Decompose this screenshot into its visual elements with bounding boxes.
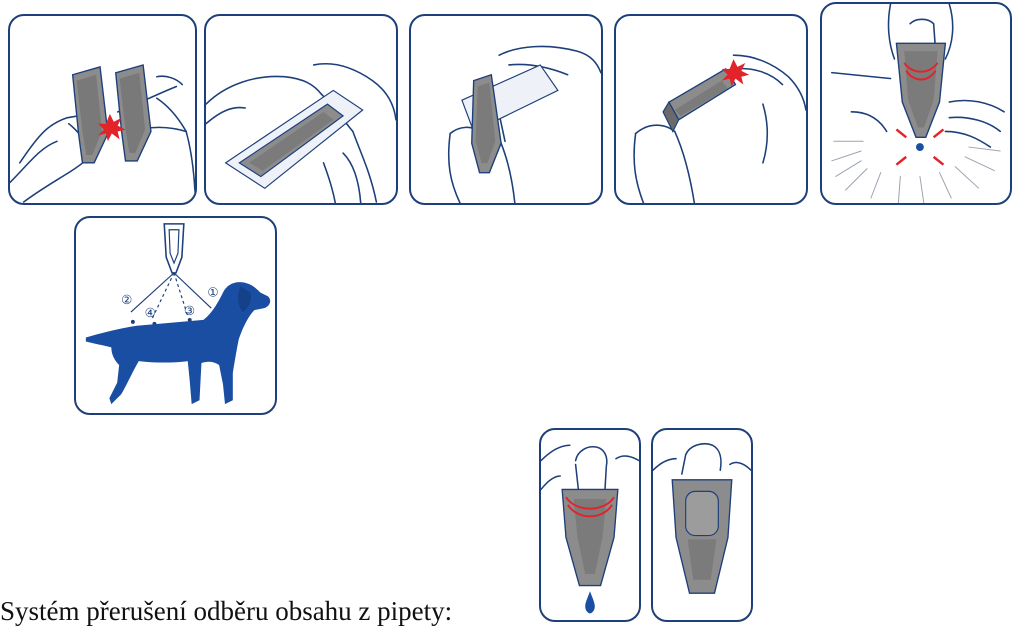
hands-tearing-pipette-pair-icon [10, 16, 195, 203]
hand-snapping-pipette-tip-icon [616, 16, 806, 203]
step-5-panel [820, 2, 1012, 205]
hand-removing-pipette-icon [411, 16, 601, 203]
dog-application-panel: ② ④ ③ ① [74, 216, 277, 415]
pipette-applied-to-skin-icon [822, 4, 1010, 203]
dog-application-diagram: ② ④ ③ ① [76, 218, 275, 413]
pipette-squeezed-drop-icon [541, 430, 639, 620]
application-point-label: ④ [145, 306, 156, 320]
application-point-label: ③ [184, 304, 195, 318]
step-4-panel [614, 14, 808, 205]
step-1-panel [8, 14, 197, 205]
interruption-released-panel [651, 428, 753, 622]
step-3-panel [409, 14, 603, 205]
pipette-released-icon [653, 430, 751, 620]
interruption-squeezed-panel [539, 428, 641, 622]
hands-opening-blister-icon [206, 16, 396, 203]
step-2-panel [204, 14, 398, 205]
application-point-label: ① [207, 285, 218, 299]
application-point-label: ② [121, 293, 132, 307]
